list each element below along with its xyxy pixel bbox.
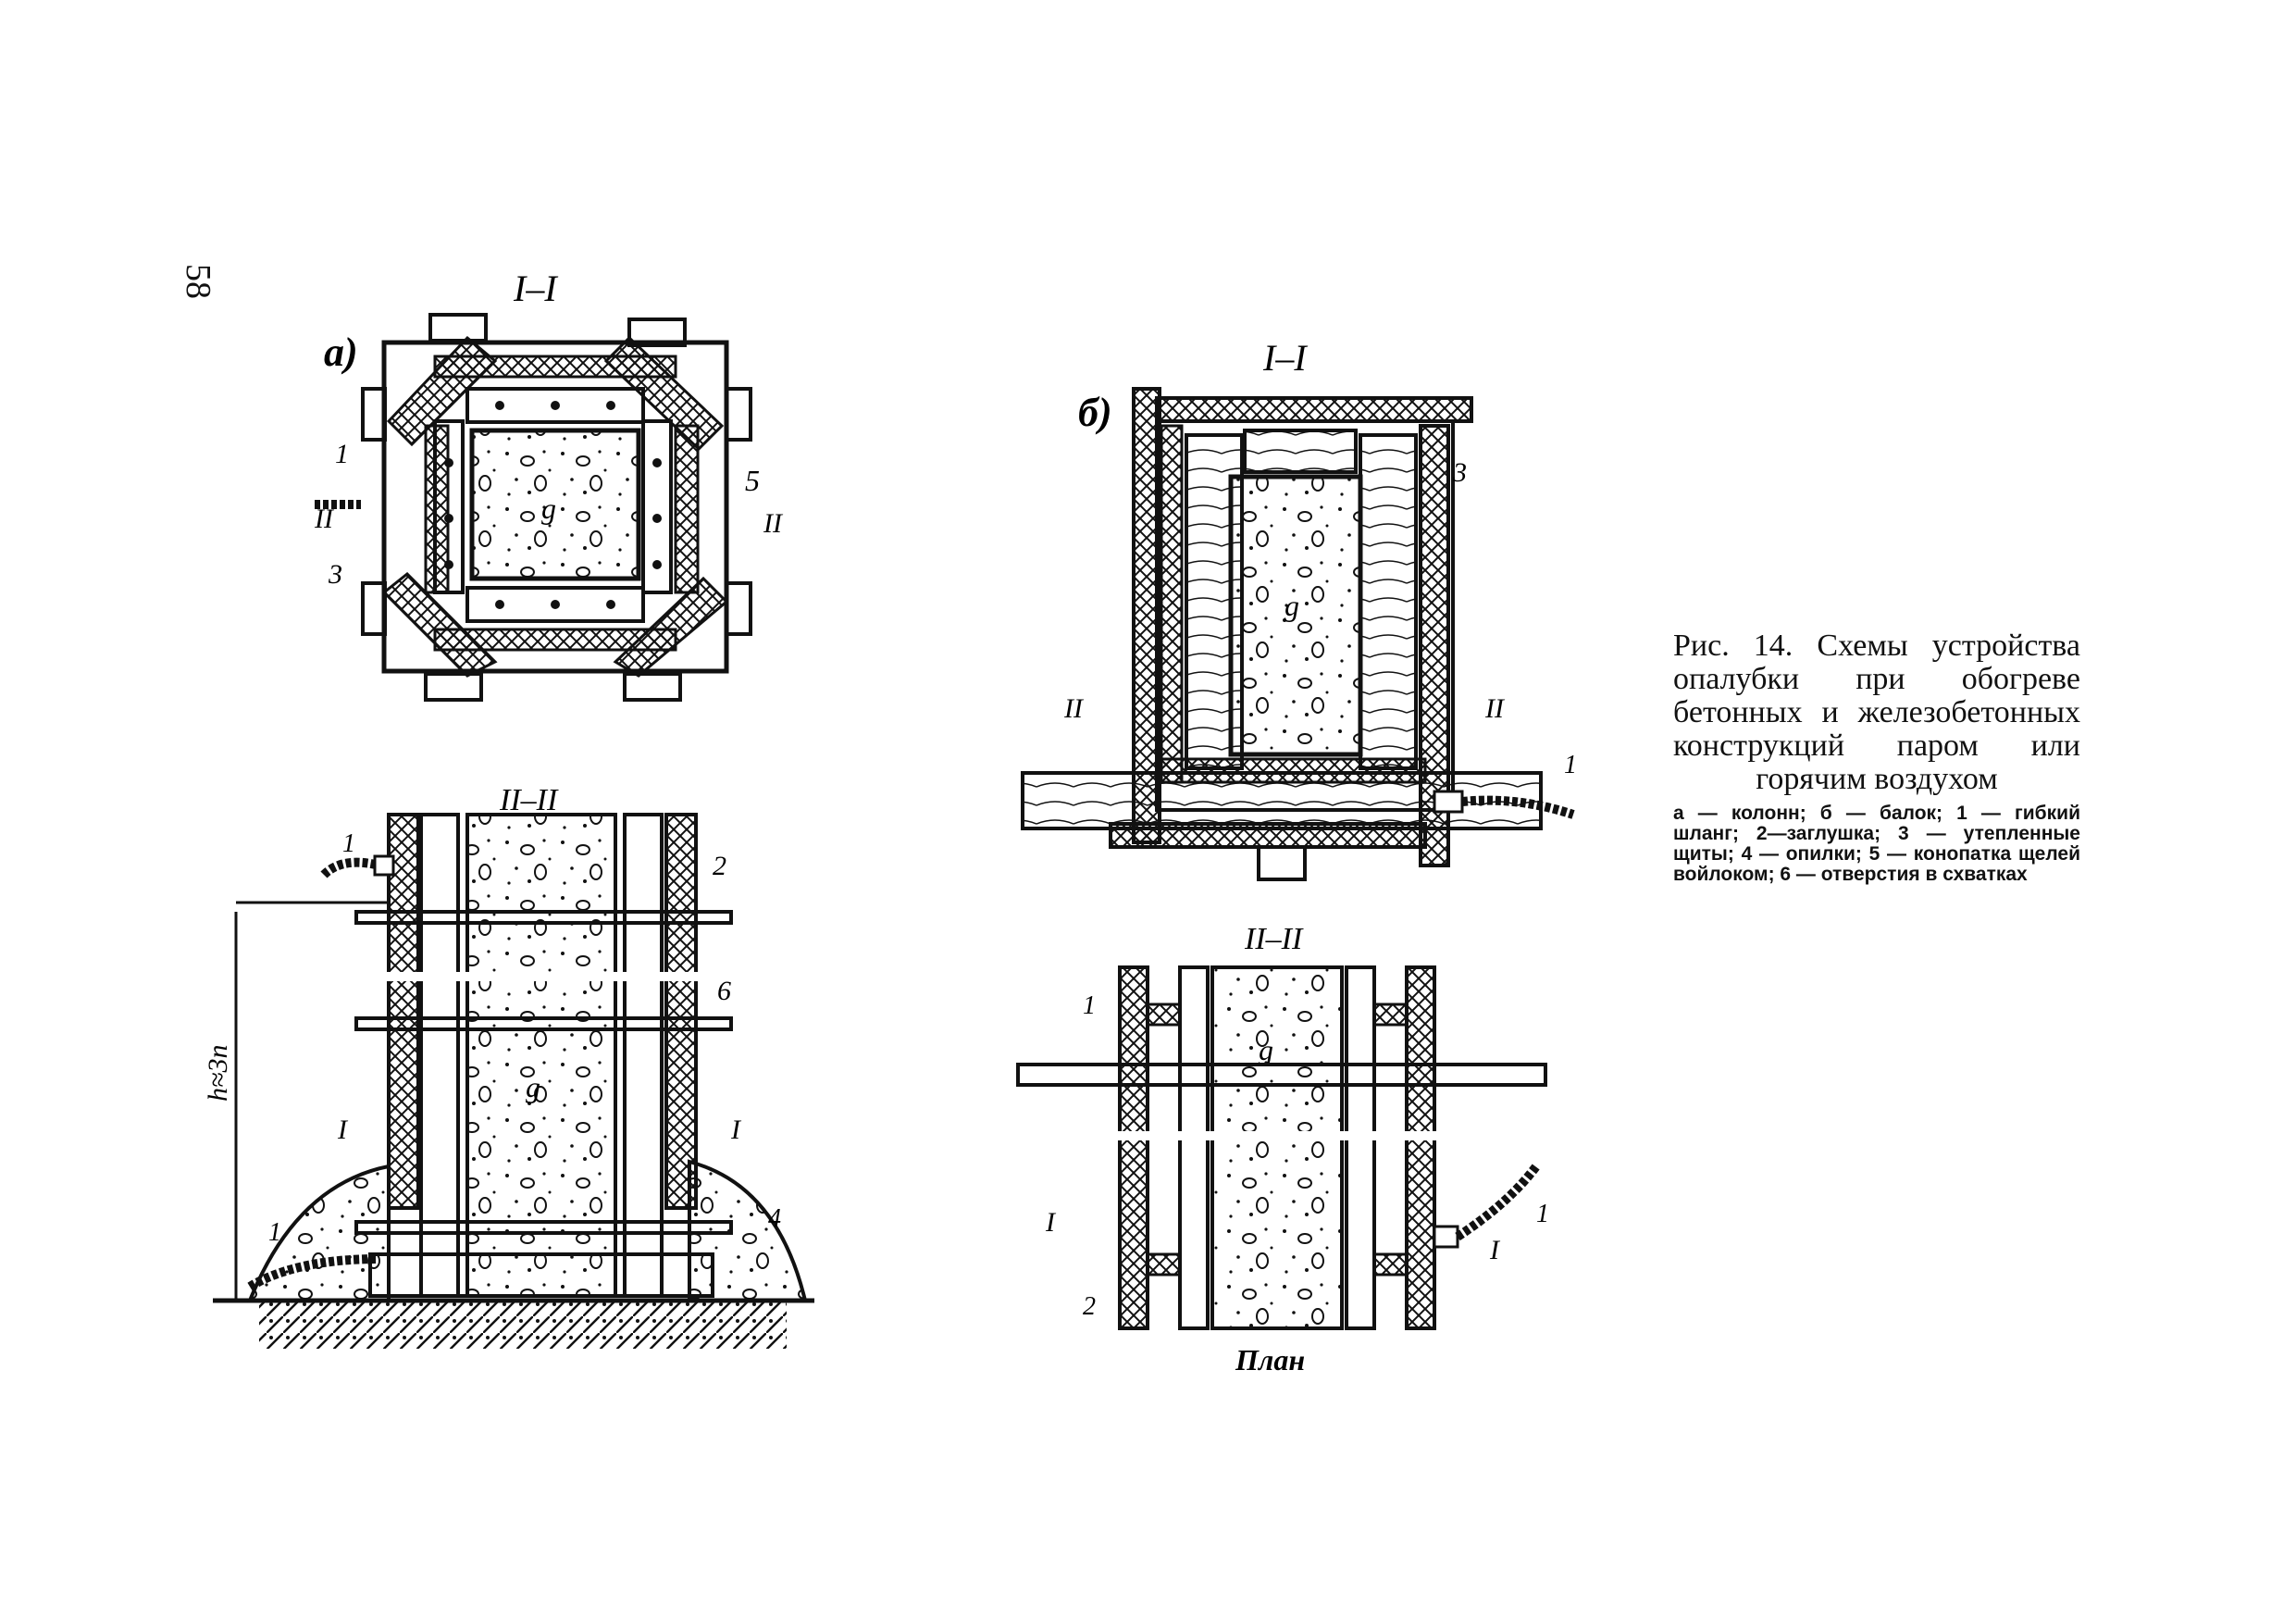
callout-5: 5 <box>745 464 760 497</box>
section-label-1-1: I–I <box>513 268 558 309</box>
concrete-mark-a2: g <box>526 1070 540 1103</box>
column-elevation-section: II–II g 1 2 6 1 4 h <box>203 783 814 1349</box>
concrete-mark-b: g <box>1285 589 1299 622</box>
beam-cross-section: I–I б) g 1 3 II II <box>1021 337 1577 881</box>
callout-2-a: 2 <box>713 851 726 881</box>
callout-3-a: 3 <box>328 559 342 590</box>
callout-1-a: 1 <box>335 439 349 469</box>
section-mark-1-left: I <box>337 1115 349 1145</box>
figure-caption: Рис. 14. Схемы устройства опалубки при о… <box>1673 629 2080 885</box>
part-b-label: б) <box>1078 390 1112 435</box>
callout-4: 4 <box>768 1204 781 1233</box>
section-mark-2-b-left: II <box>1063 693 1085 724</box>
caption-title: Рис. 14. Схемы устройства опалубки при о… <box>1673 629 2080 796</box>
concrete-mark-a: g <box>541 492 556 525</box>
callout-3-b: 3 <box>1452 457 1467 488</box>
section-mark-2-left: II <box>314 504 335 534</box>
callout-1-b: 1 <box>1564 751 1577 779</box>
part-a-label: а) <box>324 330 358 375</box>
plan-label: План <box>1235 1343 1305 1376</box>
column-plan-section: I–I а) <box>314 268 784 702</box>
section-mark-2-b-right: II <box>1484 693 1506 724</box>
section-mark-2-right: II <box>763 508 784 539</box>
caption-legend: а — колонн; б — балок; 1 — гибкий шланг;… <box>1673 803 2080 885</box>
section-label-1-1-b: I–I <box>1262 337 1308 379</box>
callout-1-a2: 1 <box>342 829 355 858</box>
section-label-2-2-a: II–II <box>499 783 559 817</box>
section-mark-1-b-left: I <box>1045 1207 1057 1238</box>
callout-1-b2: 1 <box>1083 991 1096 1020</box>
section-label-2-2-b: II–II <box>1244 922 1304 956</box>
callout-1-a3: 1 <box>268 1218 281 1247</box>
callout-2-b: 2 <box>1083 1292 1096 1321</box>
beam-plan-section: II–II g 1 2 1 I I План <box>1016 922 1549 1376</box>
concrete-mark-b2: g <box>1259 1033 1273 1066</box>
callout-1-b3: 1 <box>1536 1200 1549 1228</box>
callout-6: 6 <box>717 976 731 1006</box>
height-label: h≈3п <box>203 1045 233 1102</box>
section-mark-1-b-right: I <box>1489 1235 1501 1265</box>
section-mark-1-right: I <box>730 1115 742 1145</box>
